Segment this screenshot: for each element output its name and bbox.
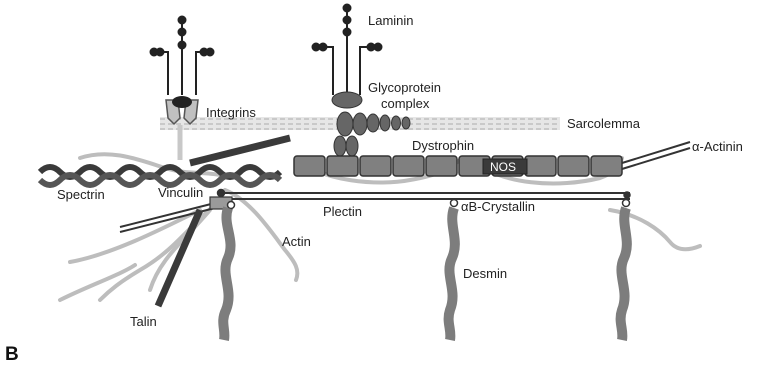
dark-rod [190, 138, 290, 163]
alpha-actinin-label: α-Actinin [692, 139, 743, 154]
desmin-label: Desmin [463, 266, 507, 281]
nos-label: NOS [490, 160, 516, 174]
talin-label: Talin [130, 314, 157, 329]
vinculin-label: Vinculin [158, 185, 203, 200]
ab-crystallin-label: αB-Crystallin [461, 199, 535, 214]
panel-label: B [5, 344, 19, 365]
plectin-label: Plectin [323, 204, 362, 219]
dystrophin-label: Dystrophin [412, 138, 474, 153]
glycoprotein-label-line2: complex [381, 96, 430, 111]
desmin-filaments [223, 208, 627, 340]
integrin-ligands [151, 17, 214, 96]
plectin-line [225, 193, 630, 199]
dystrophin-rod [294, 156, 622, 176]
alpha-actinin-line [622, 142, 690, 169]
laminin-label: Laminin [368, 13, 414, 28]
sarcolemma-label: Sarcolemma [567, 116, 641, 131]
actin-label: Actin [282, 234, 311, 249]
glycoprotein-label-line1: Glycoprotein [368, 80, 441, 95]
spectrin-label: Spectrin [57, 187, 105, 202]
integrins-label: Integrins [206, 105, 256, 120]
spectrin-helix [40, 167, 280, 185]
talin-rod [158, 210, 200, 306]
